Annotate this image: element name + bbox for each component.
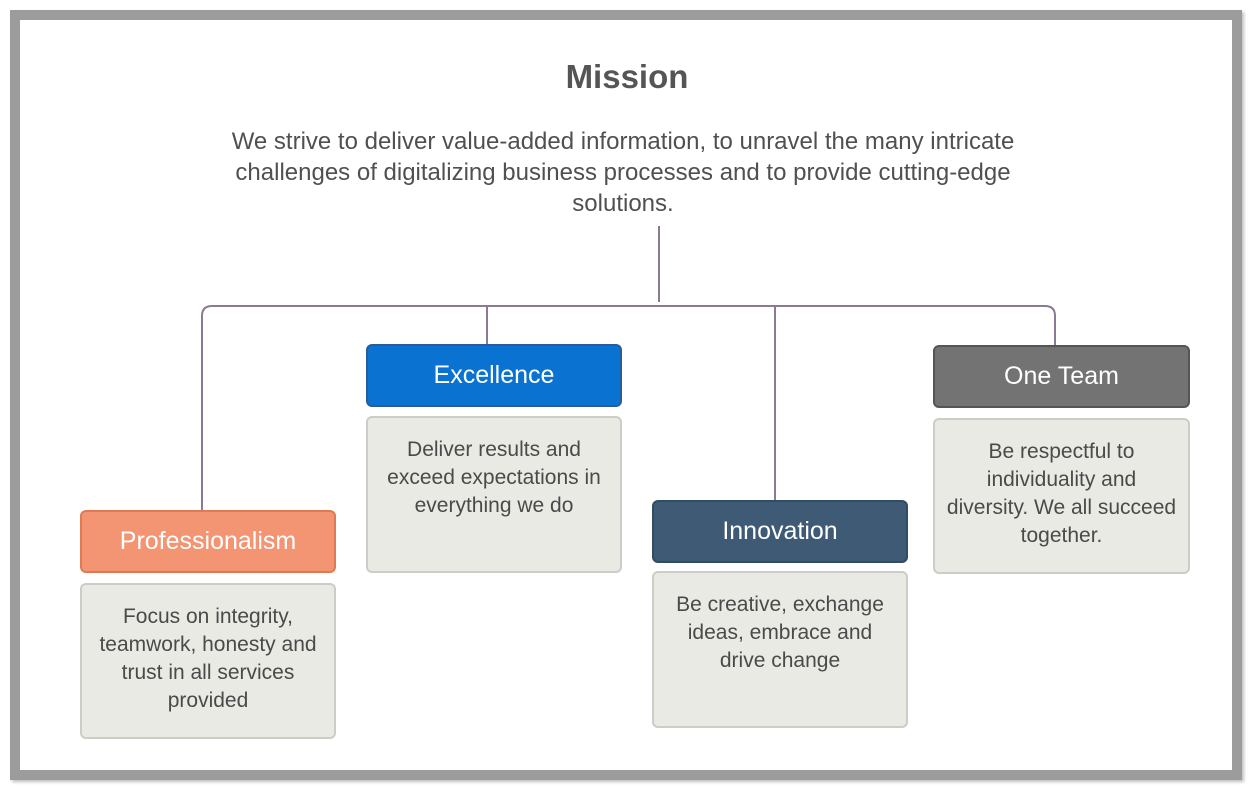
connector-bus: [201, 305, 1056, 510]
value-header-professionalism: Professionalism: [80, 510, 336, 573]
page-title: Mission: [565, 58, 689, 95]
value-header-excellence: Excellence: [366, 344, 622, 407]
value-header-innovation: Innovation: [652, 500, 908, 563]
value-body-one-team: Be respectful to individuality and diver…: [933, 418, 1190, 574]
value-body-innovation: Be creative, exchange ideas, embrace and…: [652, 571, 908, 728]
value-header-one-team: One Team: [933, 345, 1190, 408]
value-body-excellence: Deliver results and exceed expectations …: [366, 416, 622, 573]
mission-statement: We strive to deliver value-added informa…: [231, 128, 1015, 217]
value-body-professionalism: Focus on integrity, teamwork, honesty an…: [80, 583, 336, 739]
